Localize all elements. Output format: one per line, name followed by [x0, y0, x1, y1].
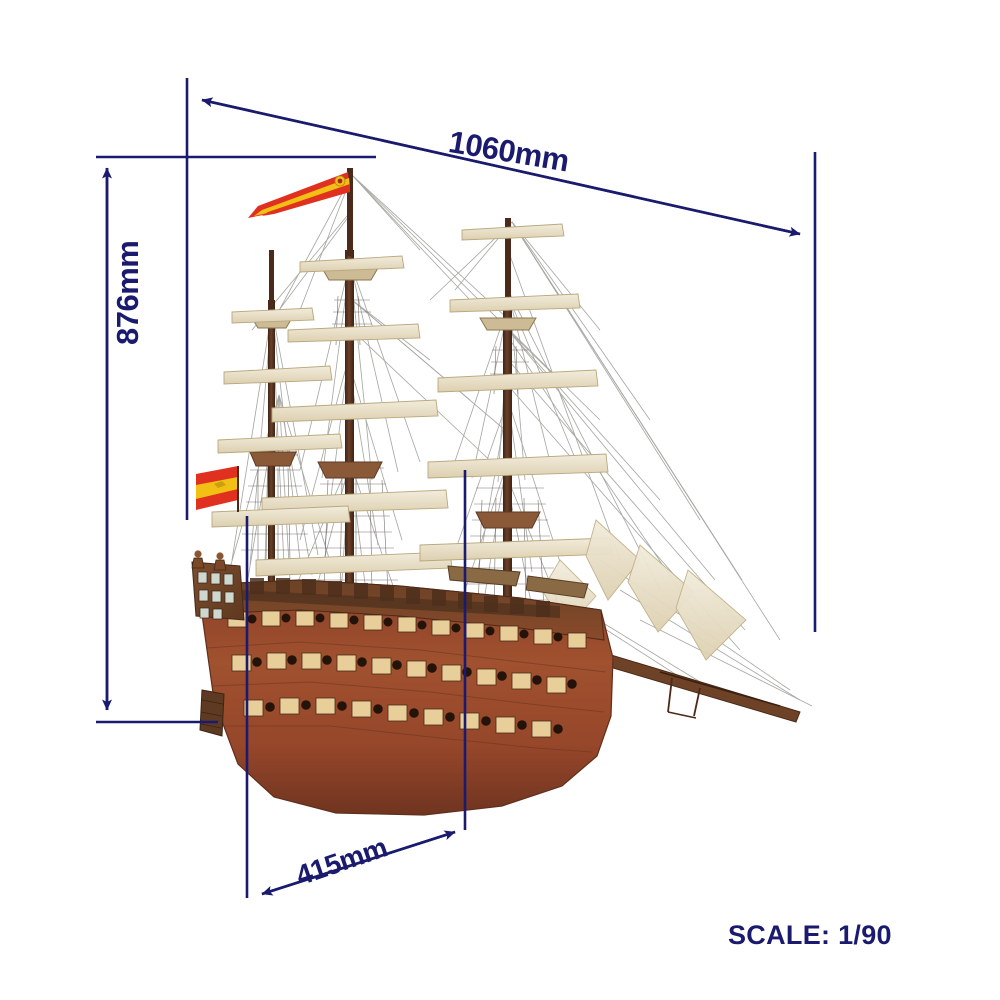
deck-detail — [240, 565, 589, 618]
gunports — [227, 610, 587, 738]
dimension-line-415mm — [261, 830, 456, 896]
masthead-pennant-icon — [248, 172, 350, 218]
dimension-label-height: 876mm — [110, 240, 145, 345]
yards-and-sails — [211, 223, 747, 661]
dimension-line-1060mm — [201, 97, 801, 237]
flags — [196, 172, 350, 512]
hull — [191, 550, 614, 816]
scale-note: SCALE: 1/90 — [728, 920, 892, 950]
stern-ensign-icon — [196, 466, 239, 512]
stern-castle — [191, 550, 245, 737]
